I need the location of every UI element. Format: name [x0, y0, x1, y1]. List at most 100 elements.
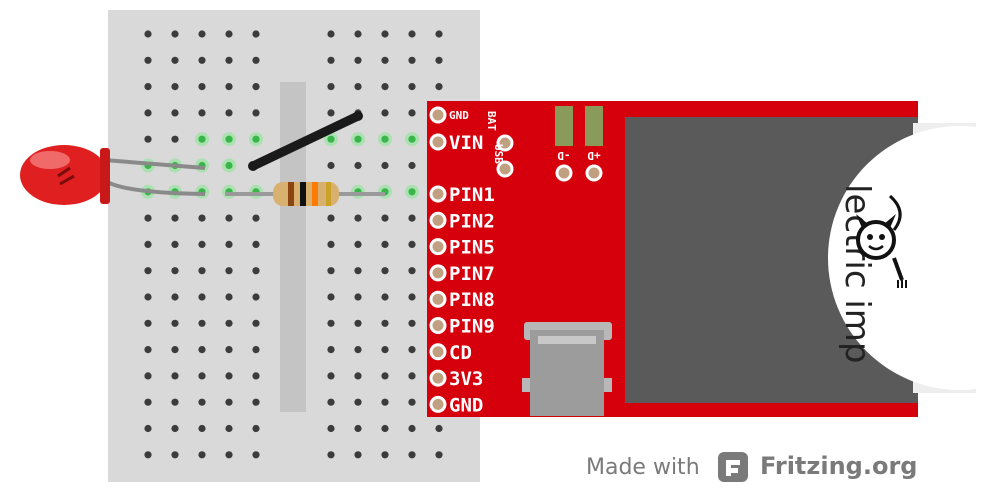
side-pin-label-usb: USB: [492, 144, 505, 164]
breadboard-hole: [225, 372, 233, 380]
breadboard-hole: [408, 267, 416, 275]
breadboard-hole: [171, 372, 179, 380]
breadboard-hole: [381, 372, 389, 380]
breadboard-hole: [252, 424, 260, 433]
pin-hole: [429, 317, 447, 334]
pin-hole: [429, 238, 447, 256]
breadboard-hole: [381, 398, 389, 406]
breadboard-hole: [408, 346, 416, 354]
breadboard-hole: [144, 30, 152, 38]
pin-label: 3V3: [449, 368, 483, 390]
electric-imp-card: lectric imp: [828, 123, 976, 393]
breadboard-hole: [327, 240, 335, 248]
pad-hole: [555, 164, 573, 182]
breadboard-hole: [225, 83, 233, 91]
red-led: [20, 145, 206, 205]
breadboard-hole: [327, 135, 335, 143]
breadboard-hole: [252, 293, 260, 301]
pin-label: PIN2: [449, 210, 495, 232]
breadboard-hole: [225, 293, 233, 301]
pin-hole: [429, 369, 447, 387]
breadboard-hole: [198, 135, 206, 143]
breadboard-hole: [225, 424, 233, 433]
pin-hole: [429, 395, 447, 413]
breadboard-hole: [252, 109, 260, 117]
breadboard-center-channel: [280, 82, 306, 412]
pad-label-minus-d: -D: [557, 149, 571, 162]
breadboard-hole: [225, 109, 233, 117]
pin-label: PIN5: [449, 237, 495, 259]
fritzing-footer: Made with Fritzing.org: [586, 452, 917, 482]
breadboard-hole: [381, 293, 389, 301]
breadboard-hole: [408, 109, 416, 117]
breadboard-hole: [225, 30, 233, 38]
breadboard-hole: [225, 267, 233, 275]
breadboard-hole: [327, 109, 335, 117]
breadboard-hole: [327, 319, 335, 327]
breadboard-hole: [354, 214, 362, 222]
breadboard-hole: [252, 267, 260, 275]
breadboard-hole: [171, 424, 179, 433]
breadboard-hole: [354, 451, 362, 459]
breadboard-hole: [144, 398, 152, 406]
breadboard-hole: [171, 267, 179, 275]
breadboard: [108, 10, 480, 482]
breadboard-hole: [354, 83, 362, 91]
breadboard-hole: [408, 135, 416, 143]
pin-hole: [429, 185, 447, 203]
breadboard-hole: [435, 56, 443, 64]
breadboard-hole: [225, 56, 233, 64]
fritzing-logo-icon: [718, 452, 748, 482]
breadboard-hole: [327, 451, 335, 459]
bat-pin-hole: [496, 134, 514, 152]
breadboard-hole: [354, 135, 362, 143]
breadboard-hole: [198, 240, 206, 248]
breadboard-hole: [252, 451, 260, 459]
breadboard-hole: [252, 83, 260, 91]
breadboard-hole: [198, 30, 206, 38]
breadboard-hole: [198, 451, 206, 459]
breadboard-hole: [198, 56, 206, 64]
breadboard-hole: [354, 267, 362, 275]
breadboard-hole: [252, 30, 260, 38]
breadboard-hole: [327, 267, 335, 275]
breadboard-hole: [435, 83, 443, 91]
breadboard-hole: [144, 372, 152, 380]
breadboard-hole: [252, 319, 260, 327]
breadboard-hole: [381, 135, 389, 143]
pin-label: CD: [449, 342, 472, 364]
breadboard-hole: [252, 214, 260, 222]
breadboard-hole: [381, 161, 389, 170]
breadboard-hole: [171, 83, 179, 91]
breadboard-hole: [408, 319, 416, 327]
breadboard-hole: [252, 56, 260, 64]
breadboard-hole: [381, 109, 389, 117]
breadboard-hole: [408, 424, 416, 433]
wire-end: [353, 111, 363, 121]
breadboard-hole: [198, 293, 206, 301]
breadboard-hole: [171, 346, 179, 354]
breadboard-hole: [354, 240, 362, 248]
breadboard-hole: [408, 56, 416, 64]
breadboard-hole: [327, 372, 335, 380]
breadboard-hole: [408, 398, 416, 406]
breadboard-hole: [198, 398, 206, 406]
breadboard-hole: [198, 319, 206, 327]
breadboard-hole: [381, 240, 389, 248]
breadboard-hole: [144, 56, 152, 64]
imp-devil-icon: [856, 194, 907, 288]
breadboard-hole: [144, 109, 152, 117]
pad-plus-d: [585, 106, 603, 146]
breadboard-hole: [354, 319, 362, 327]
breadboard-hole: [354, 398, 362, 406]
pad-minus-d: [555, 106, 573, 146]
breadboard-hole: [327, 30, 335, 38]
fritzing-brand-text: Fritzing.org: [760, 452, 917, 480]
pin-label: GND: [449, 109, 469, 122]
breadboard-hole: [198, 83, 206, 91]
breadboard-hole: [171, 214, 179, 222]
breadboard-hole: [198, 346, 206, 354]
pad-label-plus-d: +D: [587, 149, 601, 162]
breadboard-hole: [381, 30, 389, 38]
